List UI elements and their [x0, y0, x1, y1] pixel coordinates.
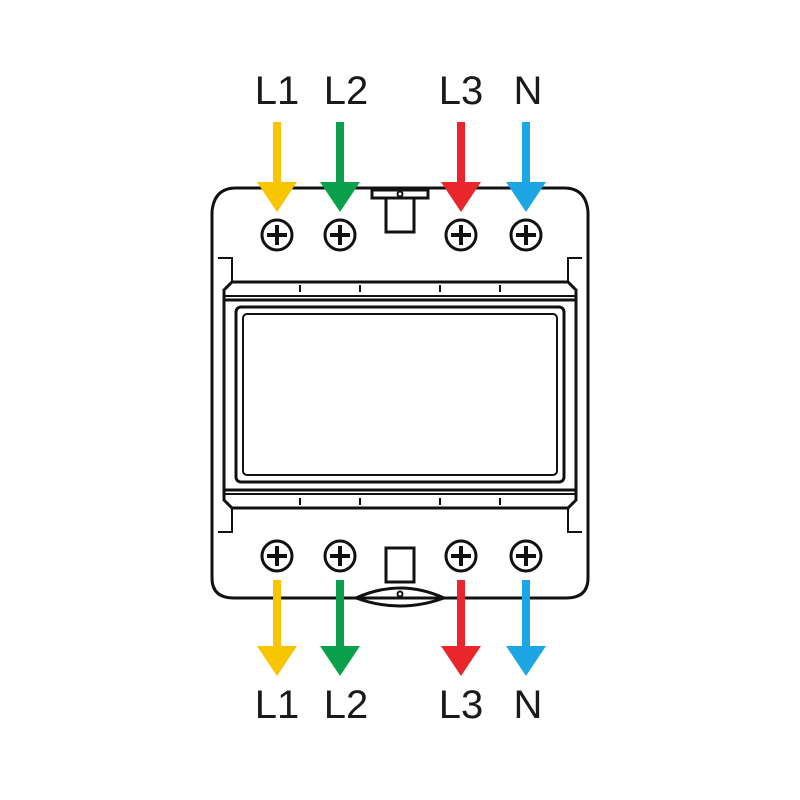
right-rail-bottom	[567, 508, 582, 533]
arrow-down-icon	[257, 580, 297, 676]
band-ticks	[299, 285, 501, 505]
left-rail-bottom	[218, 508, 233, 533]
top-label-l3: L3	[439, 69, 484, 113]
display-window-inner	[242, 313, 558, 476]
arrow-down-icon	[257, 122, 297, 212]
top-clip-tab	[384, 196, 416, 234]
top-label-l1: L1	[255, 69, 300, 113]
bottom-clip-tab	[384, 546, 416, 584]
terminal-screw-icon	[323, 218, 357, 252]
terminal-screw-icon	[509, 539, 543, 573]
meter-outer-body	[210, 186, 590, 600]
arrow-down-icon	[441, 580, 481, 676]
arrow-down-icon	[441, 122, 481, 212]
bottom-label-l1: L1	[255, 683, 300, 727]
arrow-down-icon	[320, 580, 360, 676]
bottom-label-l3: L3	[439, 683, 484, 727]
display-window	[234, 305, 566, 484]
din-clip-icon	[370, 188, 430, 234]
terminal-screw-icon	[260, 539, 294, 573]
terminal-screw-icon	[444, 539, 478, 573]
terminal-screw-icon	[323, 539, 357, 573]
top-labels: L1 L2 L3 N	[255, 69, 543, 113]
bottom-label-l2: L2	[324, 683, 369, 727]
arrow-down-icon	[506, 580, 546, 676]
bottom-clip-hook	[352, 586, 448, 608]
bottom-terminals	[260, 539, 543, 573]
din-clip-icon	[352, 546, 448, 608]
arrow-down-icon	[320, 122, 360, 212]
top-terminals	[260, 218, 543, 252]
top-arrows	[257, 122, 546, 212]
left-rail-top	[218, 257, 233, 282]
meter-housing	[210, 186, 590, 600]
lower-band	[222, 488, 578, 510]
top-label-l2: L2	[324, 69, 369, 113]
upper-band	[222, 280, 578, 302]
terminal-screw-icon	[509, 218, 543, 252]
terminal-screw-icon	[444, 218, 478, 252]
top-label-n: N	[514, 69, 543, 113]
right-rail-top	[567, 257, 582, 282]
bottom-arrows	[257, 580, 546, 676]
terminal-screw-icon	[260, 218, 294, 252]
bottom-label-n: N	[514, 683, 543, 727]
bottom-labels: L1 L2 L3 N	[255, 683, 543, 727]
center-module	[222, 298, 578, 492]
arrow-down-icon	[506, 122, 546, 212]
